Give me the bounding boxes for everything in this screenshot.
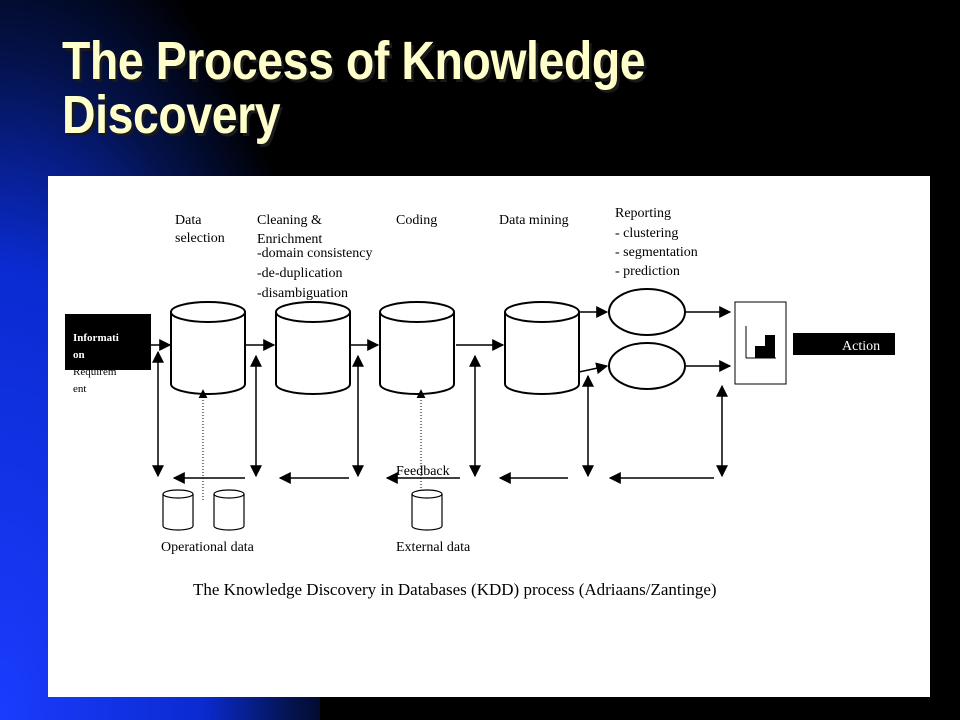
report-ellipse-bottom: [608, 342, 686, 390]
report-chart-icon: [734, 301, 787, 385]
label-coding: Coding: [396, 213, 437, 228]
feedback-connectors: [152, 350, 728, 478]
kdd-process-diagram: Data selection Cleaning & Enrichment -do…: [65, 206, 895, 599]
diagram-caption: The Knowledge Discovery in Databases (KD…: [193, 580, 717, 599]
operational-data-label: Operational data: [161, 540, 255, 555]
database-cylinder-cleaning: [275, 301, 351, 395]
label-data-mining: Data mining: [499, 213, 569, 228]
flow-arrows: [151, 306, 732, 375]
label-reporting: Reporting: [615, 206, 671, 221]
cleaning-notes: -domain consistency -de-duplication -dis…: [257, 246, 376, 301]
action-box: [793, 333, 895, 355]
label-data-selection: Data selection: [175, 213, 225, 246]
external-data-cylinder: [411, 489, 443, 531]
operational-data-cylinder-1: [162, 489, 194, 531]
slide-title: The Process of Knowledge Discovery: [62, 34, 802, 142]
reporting-notes: - clustering - segmentation - prediction: [615, 226, 701, 279]
dotted-input-lines: [198, 389, 426, 500]
external-data-label: External data: [396, 540, 471, 555]
title-line-2: Discovery: [62, 85, 281, 145]
title-line-1: The Process of Knowledge: [62, 31, 646, 91]
database-cylinder-selection: [170, 301, 246, 395]
report-ellipse-top: [608, 288, 686, 336]
information-requirement-box: [65, 314, 151, 370]
diagram-panel: Data selection Cleaning & Enrichment -do…: [48, 176, 930, 697]
operational-data-cylinder-2: [213, 489, 245, 531]
label-cleaning-enrichment: Cleaning & Enrichment: [257, 213, 325, 247]
feedback-label: Feedback: [396, 464, 450, 479]
information-requirement-label: Informati on Requirem ent: [73, 332, 122, 395]
database-cylinder-mining: [504, 301, 580, 395]
database-cylinder-coding: [379, 301, 455, 395]
action-label: Action: [842, 339, 880, 354]
